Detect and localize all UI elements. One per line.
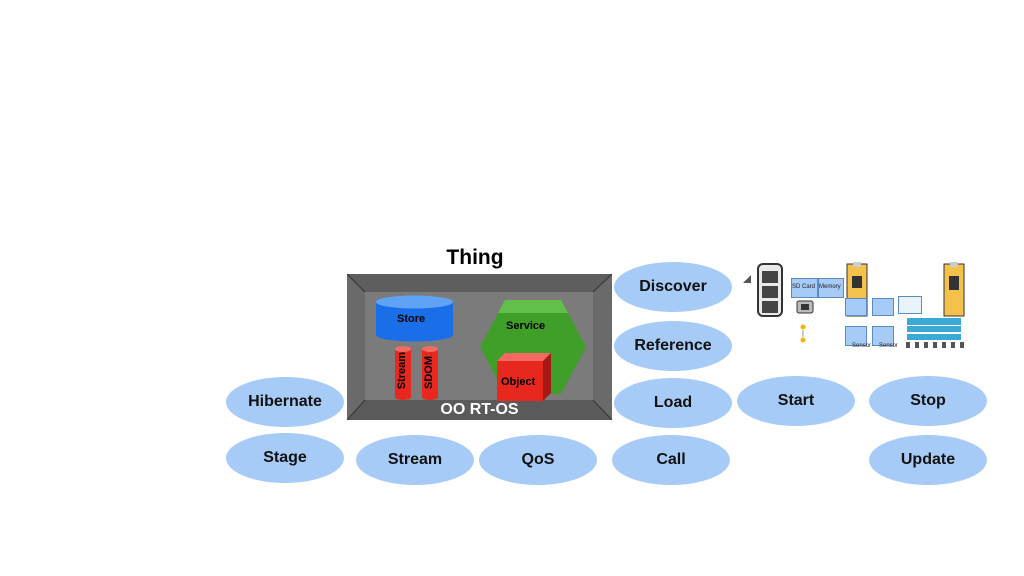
stage-oval: Stage <box>226 433 344 483</box>
store-label: Store <box>397 313 426 325</box>
bus-bar-2 <box>907 326 961 332</box>
stream-oval: Stream <box>356 435 474 485</box>
sdom-cylinder <box>422 346 438 400</box>
qos-oval: QoS <box>479 435 597 485</box>
board-module-icon-2 <box>943 262 965 317</box>
icon-row <box>906 342 964 348</box>
sd-card-label: SD Card <box>792 284 816 290</box>
os-label: OO RT-OS <box>440 401 519 418</box>
stop-oval: Stop <box>869 376 987 426</box>
bus-bar-3 <box>907 334 961 340</box>
store-cylinder <box>376 295 453 342</box>
device-module-icon <box>757 263 783 317</box>
discover-oval: Discover <box>614 262 732 312</box>
sensor-label-2: Sensor <box>879 343 899 349</box>
memory-box <box>818 278 844 298</box>
module-box <box>898 296 922 314</box>
start-oval: Start <box>737 376 855 426</box>
bt-box <box>872 298 894 316</box>
sensor-label-1: Sensor <box>852 343 872 349</box>
object-label: Object <box>501 376 536 388</box>
sensor-box-2 <box>872 326 894 346</box>
stream-cylinder <box>395 346 411 400</box>
sd-card-box <box>791 278 818 298</box>
reference-oval: Reference <box>614 321 732 371</box>
chip-icon <box>796 300 814 314</box>
small-triangle-icon <box>743 275 751 283</box>
update-oval: Update <box>869 435 987 485</box>
hibernate-oval: Hibernate <box>226 377 344 427</box>
call-oval: Call <box>612 435 730 485</box>
wifi-box <box>845 298 867 316</box>
thing-title: Thing <box>446 246 504 269</box>
memory-label: Memory <box>819 284 841 290</box>
bus-bar-1 <box>907 318 961 325</box>
stream-component-label: Stream <box>396 352 408 390</box>
sensor-box-1 <box>845 326 867 346</box>
connector-dots-icon <box>800 324 806 343</box>
load-oval: Load <box>614 378 732 428</box>
object-cube <box>497 353 551 401</box>
service-label: Service <box>506 320 546 332</box>
sdom-label: SDOM <box>423 356 435 389</box>
